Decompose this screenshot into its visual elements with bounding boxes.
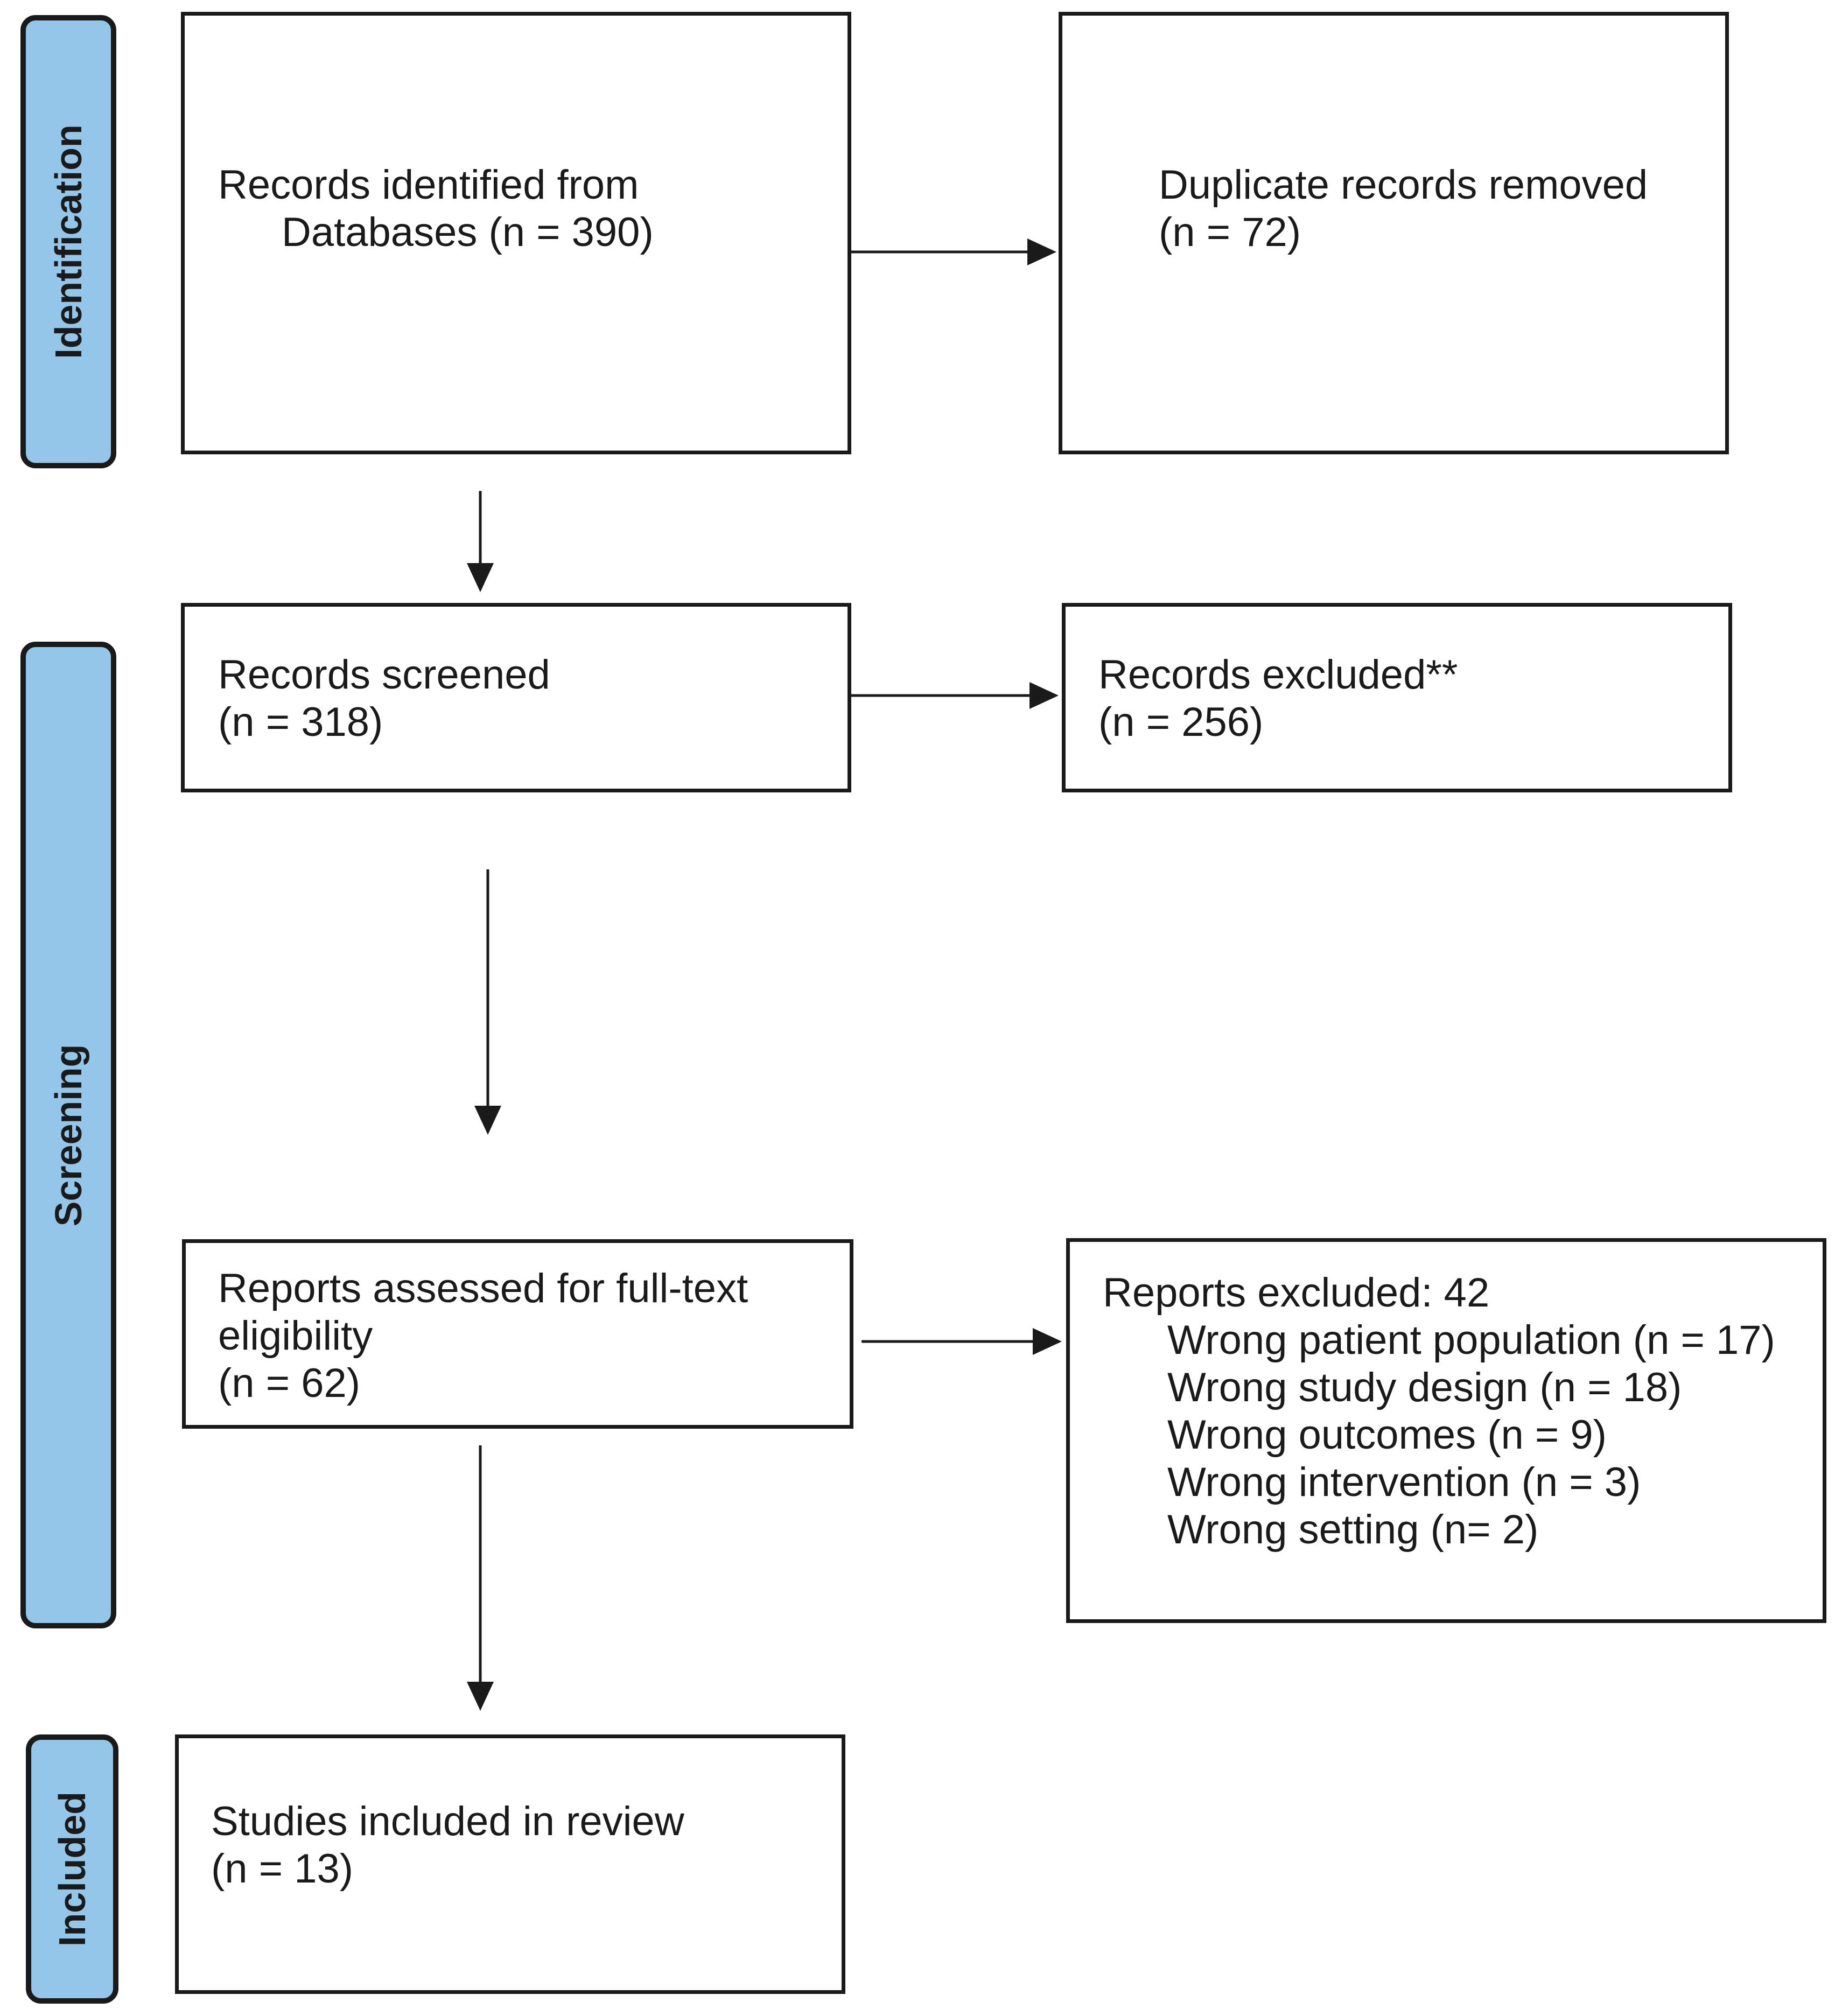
records-excluded-line1: Records excluded** xyxy=(1098,652,1458,698)
records-excluded-box xyxy=(1062,603,1732,792)
arrow-screened-to-excluded xyxy=(851,682,1059,709)
phase-screening: Screening xyxy=(20,642,116,1628)
exclusion-reason-item: Wrong intervention (n = 3) xyxy=(1167,1459,1641,1505)
arrow-assessed-to-included xyxy=(467,1445,494,1711)
records-identified-box xyxy=(181,12,851,454)
records-screened-line2: (n = 318) xyxy=(218,699,383,745)
studies-included-line2: (n = 13) xyxy=(211,1846,354,1892)
records-excluded-line2: (n = 256) xyxy=(1098,699,1264,745)
records-screened-box xyxy=(181,603,851,792)
records-screened-line1: Records screened xyxy=(218,652,550,698)
reports-excluded-box xyxy=(1066,1238,1826,1623)
phase-included: Included xyxy=(26,1734,118,2004)
arrow-identified-to-screened xyxy=(467,491,494,592)
reports-assessed-line1: Reports assessed for full-text xyxy=(218,1266,748,1311)
exclusion-reason-item: Wrong patient population (n = 17) xyxy=(1167,1317,1775,1363)
duplicates-removed-line2: (n = 72) xyxy=(1159,209,1301,255)
reports-assessed-line2: eligibility xyxy=(218,1313,373,1359)
arrow-identified-to-duplicates xyxy=(851,238,1056,265)
duplicates-removed-text: Duplicate records removed (n = 72) xyxy=(1159,161,1648,256)
reports-assessed-line3: (n = 62) xyxy=(218,1360,361,1406)
studies-included-line1: Studies included in review xyxy=(211,1799,684,1844)
reports-excluded-text: Reports excluded: 42 Wrong patient popul… xyxy=(1103,1269,1775,1554)
records-identified-line2: Databases (n = 390) xyxy=(282,209,654,255)
reports-assessed-text: Reports assessed for full-text eligibili… xyxy=(218,1265,748,1407)
reports-assessed-box xyxy=(182,1239,853,1429)
exclusion-reason-item: Wrong setting (n= 2) xyxy=(1167,1507,1539,1553)
phase-identification: Identification xyxy=(20,15,116,468)
exclusion-reason-item: Wrong study design (n = 18) xyxy=(1167,1365,1682,1410)
duplicates-removed-box xyxy=(1059,12,1729,454)
duplicates-removed-line1: Duplicate records removed xyxy=(1159,162,1648,208)
exclusion-reason-item: Wrong outcomes (n = 9) xyxy=(1167,1412,1607,1458)
reports-excluded-title: Reports excluded: 42 xyxy=(1103,1270,1490,1316)
studies-included-text: Studies included in review (n = 13) xyxy=(211,1798,684,1893)
arrow-screened-to-assessed xyxy=(474,869,501,1135)
records-identified-text: Records identified from Databases (n = 3… xyxy=(218,161,654,256)
arrow-assessed-to-reports-excluded xyxy=(862,1328,1062,1355)
records-screened-text: Records screened (n = 318) xyxy=(218,651,550,746)
records-identified-line1: Records identified from xyxy=(218,162,639,208)
studies-included-box xyxy=(175,1734,845,1994)
records-excluded-text: Records excluded** (n = 256) xyxy=(1098,651,1458,746)
